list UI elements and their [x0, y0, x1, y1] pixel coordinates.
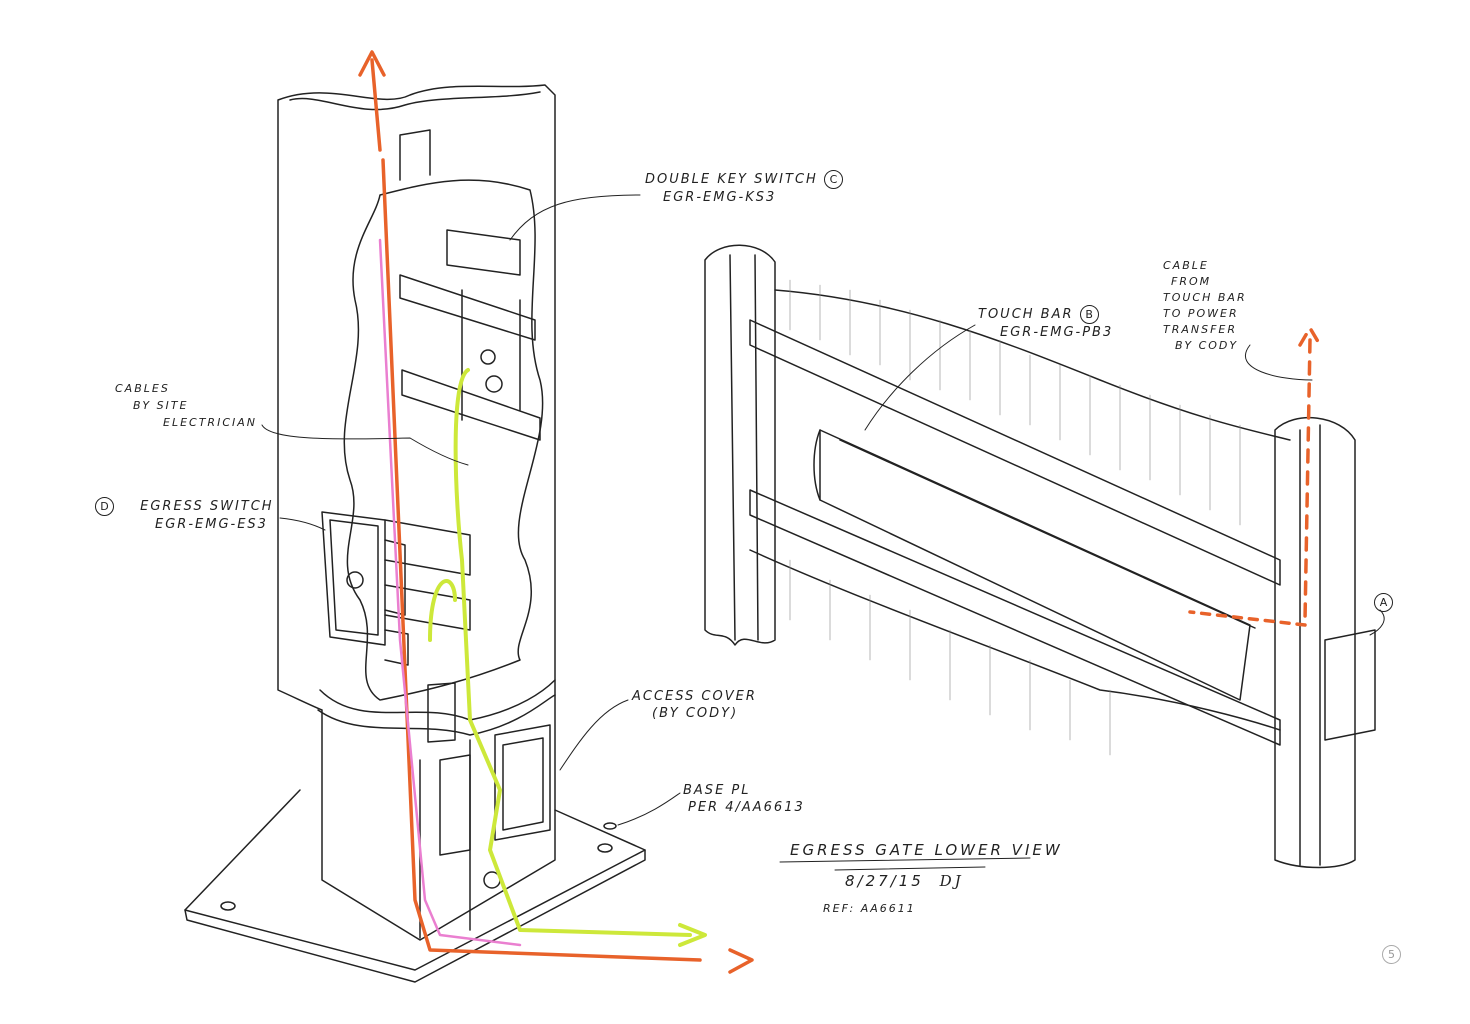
leader-lines: [261, 194, 1385, 871]
base-plate-label: BASE PL PER 4/AA6613: [683, 782, 805, 816]
signature: DJ: [939, 872, 964, 890]
cables-line: ELECTRICIAN: [163, 416, 257, 429]
cable-pink: [378, 238, 522, 947]
access-cover-note: (BY CODY): [652, 706, 739, 721]
drawing-ref: REF: AA6611: [823, 902, 916, 915]
tag-a: A: [1374, 593, 1393, 612]
sheet-number: 5: [1382, 945, 1401, 964]
key-switch-name: DOUBLE KEY SWITCH: [645, 172, 818, 187]
egress-switch-label: D EGRESS SWITCH EGR-EMG-ES3: [95, 497, 274, 533]
touch-bar-tag: B: [1079, 305, 1099, 324]
drawing-title: EGRESS GATE LOWER VIEW: [790, 841, 1063, 859]
base-plate: [184, 789, 646, 983]
access-cover-name: ACCESS COVER: [632, 689, 757, 704]
egress-switch-part: EGR-EMG-ES3: [155, 517, 268, 532]
cable-note-line: TOUCH BAR: [1163, 291, 1247, 304]
drawing-date: 8/27/15: [845, 872, 924, 890]
cable-note-line: BY CODY: [1175, 339, 1239, 352]
cables-line: CABLES: [115, 382, 170, 395]
base-plate-ref: PER 4/AA6613: [688, 800, 805, 815]
cable-note-line: FROM: [1171, 275, 1212, 288]
sheet-number-value: 5: [1382, 945, 1401, 964]
cables-line: BY SITE: [133, 399, 189, 412]
cable-touch-bar-label: CABLE FROM TOUCH BAR TO POWER TRANSFER B…: [1163, 258, 1247, 354]
cable-orange: [358, 50, 1322, 974]
cable-yellow-green: [428, 368, 707, 947]
base-plate-name: BASE PL: [683, 783, 751, 798]
tag-a-label: A: [1374, 593, 1393, 612]
touch-bar-name: TOUCH BAR: [978, 307, 1074, 322]
cable-note-line: TRANSFER: [1163, 323, 1238, 336]
drawing-date-line: 8/27/15 DJ: [845, 873, 964, 890]
cables-label: CABLES BY SITE ELECTRICIAN: [115, 380, 257, 431]
touch-bar-part: EGR-EMG-PB3: [1000, 325, 1114, 340]
egress-switch-name: EGRESS SWITCH: [140, 499, 274, 514]
key-switch-label: DOUBLE KEY SWITCH C EGR-EMG-KS3: [645, 170, 843, 206]
cable-note-line: TO POWER: [1163, 307, 1239, 320]
key-switch-part: EGR-EMG-KS3: [663, 190, 777, 205]
access-cover-label: ACCESS COVER (BY CODY): [632, 688, 757, 722]
key-switch-tag: C: [823, 170, 843, 189]
gate-fence: [704, 244, 1376, 869]
egress-switch-tag: D: [95, 497, 114, 516]
touch-bar-label: TOUCH BAR B EGR-EMG-PB3: [978, 305, 1113, 341]
cable-note-line: CABLE: [1163, 259, 1209, 272]
